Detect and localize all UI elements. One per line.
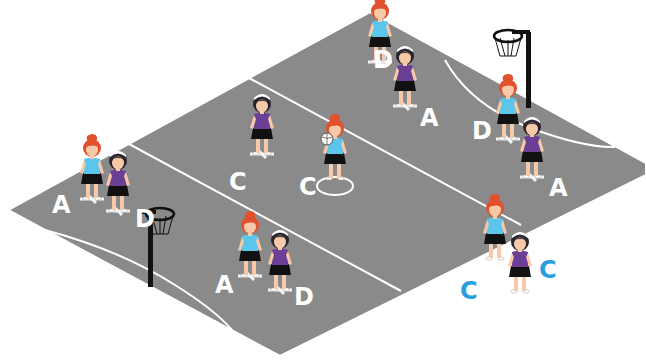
position-letter: A <box>549 176 568 200</box>
position-letter: D <box>294 285 314 309</box>
position-letter: A <box>420 106 439 130</box>
position-letter: C <box>299 175 317 199</box>
position-letter: A <box>52 193 71 217</box>
position-letter: A <box>215 273 234 297</box>
position-letter: C <box>539 258 557 282</box>
position-letter: D <box>373 48 393 72</box>
position-letter: C <box>229 170 247 194</box>
position-letter: C <box>460 279 478 303</box>
position-letter: D <box>472 119 492 143</box>
position-letter: D <box>135 207 155 231</box>
